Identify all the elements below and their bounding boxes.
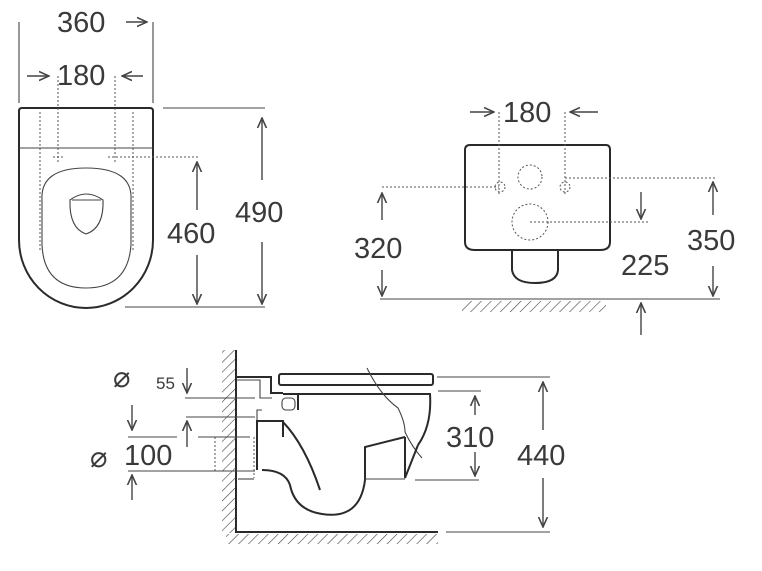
dim-320: 320 <box>354 233 402 265</box>
tank-outline <box>464 144 611 251</box>
seat-opening <box>41 167 132 289</box>
drain-hole <box>69 193 104 235</box>
dim-top-fixing-180: 180 <box>57 60 105 92</box>
dim-350: 350 <box>687 225 735 257</box>
outlet-diameter-symbol: ⌀ <box>90 442 107 474</box>
dim-440: 440 <box>517 440 565 472</box>
dim-460: 460 <box>167 218 215 250</box>
bowl-outline-top <box>18 107 154 309</box>
dim-310: 310 <box>446 422 494 454</box>
inlet-diameter-symbol: ⌀ <box>113 362 130 394</box>
side-view <box>128 350 550 544</box>
dim-front-fixing-180: 180 <box>503 97 551 129</box>
dim-width-360: 360 <box>57 7 105 39</box>
dim-100: 100 <box>124 440 172 472</box>
dim-225: 225 <box>621 250 669 282</box>
top-view <box>18 22 265 309</box>
front-view <box>380 112 720 335</box>
dim-490: 490 <box>235 197 283 229</box>
dim-55: 55 <box>156 374 175 393</box>
seat-lid <box>278 373 434 386</box>
